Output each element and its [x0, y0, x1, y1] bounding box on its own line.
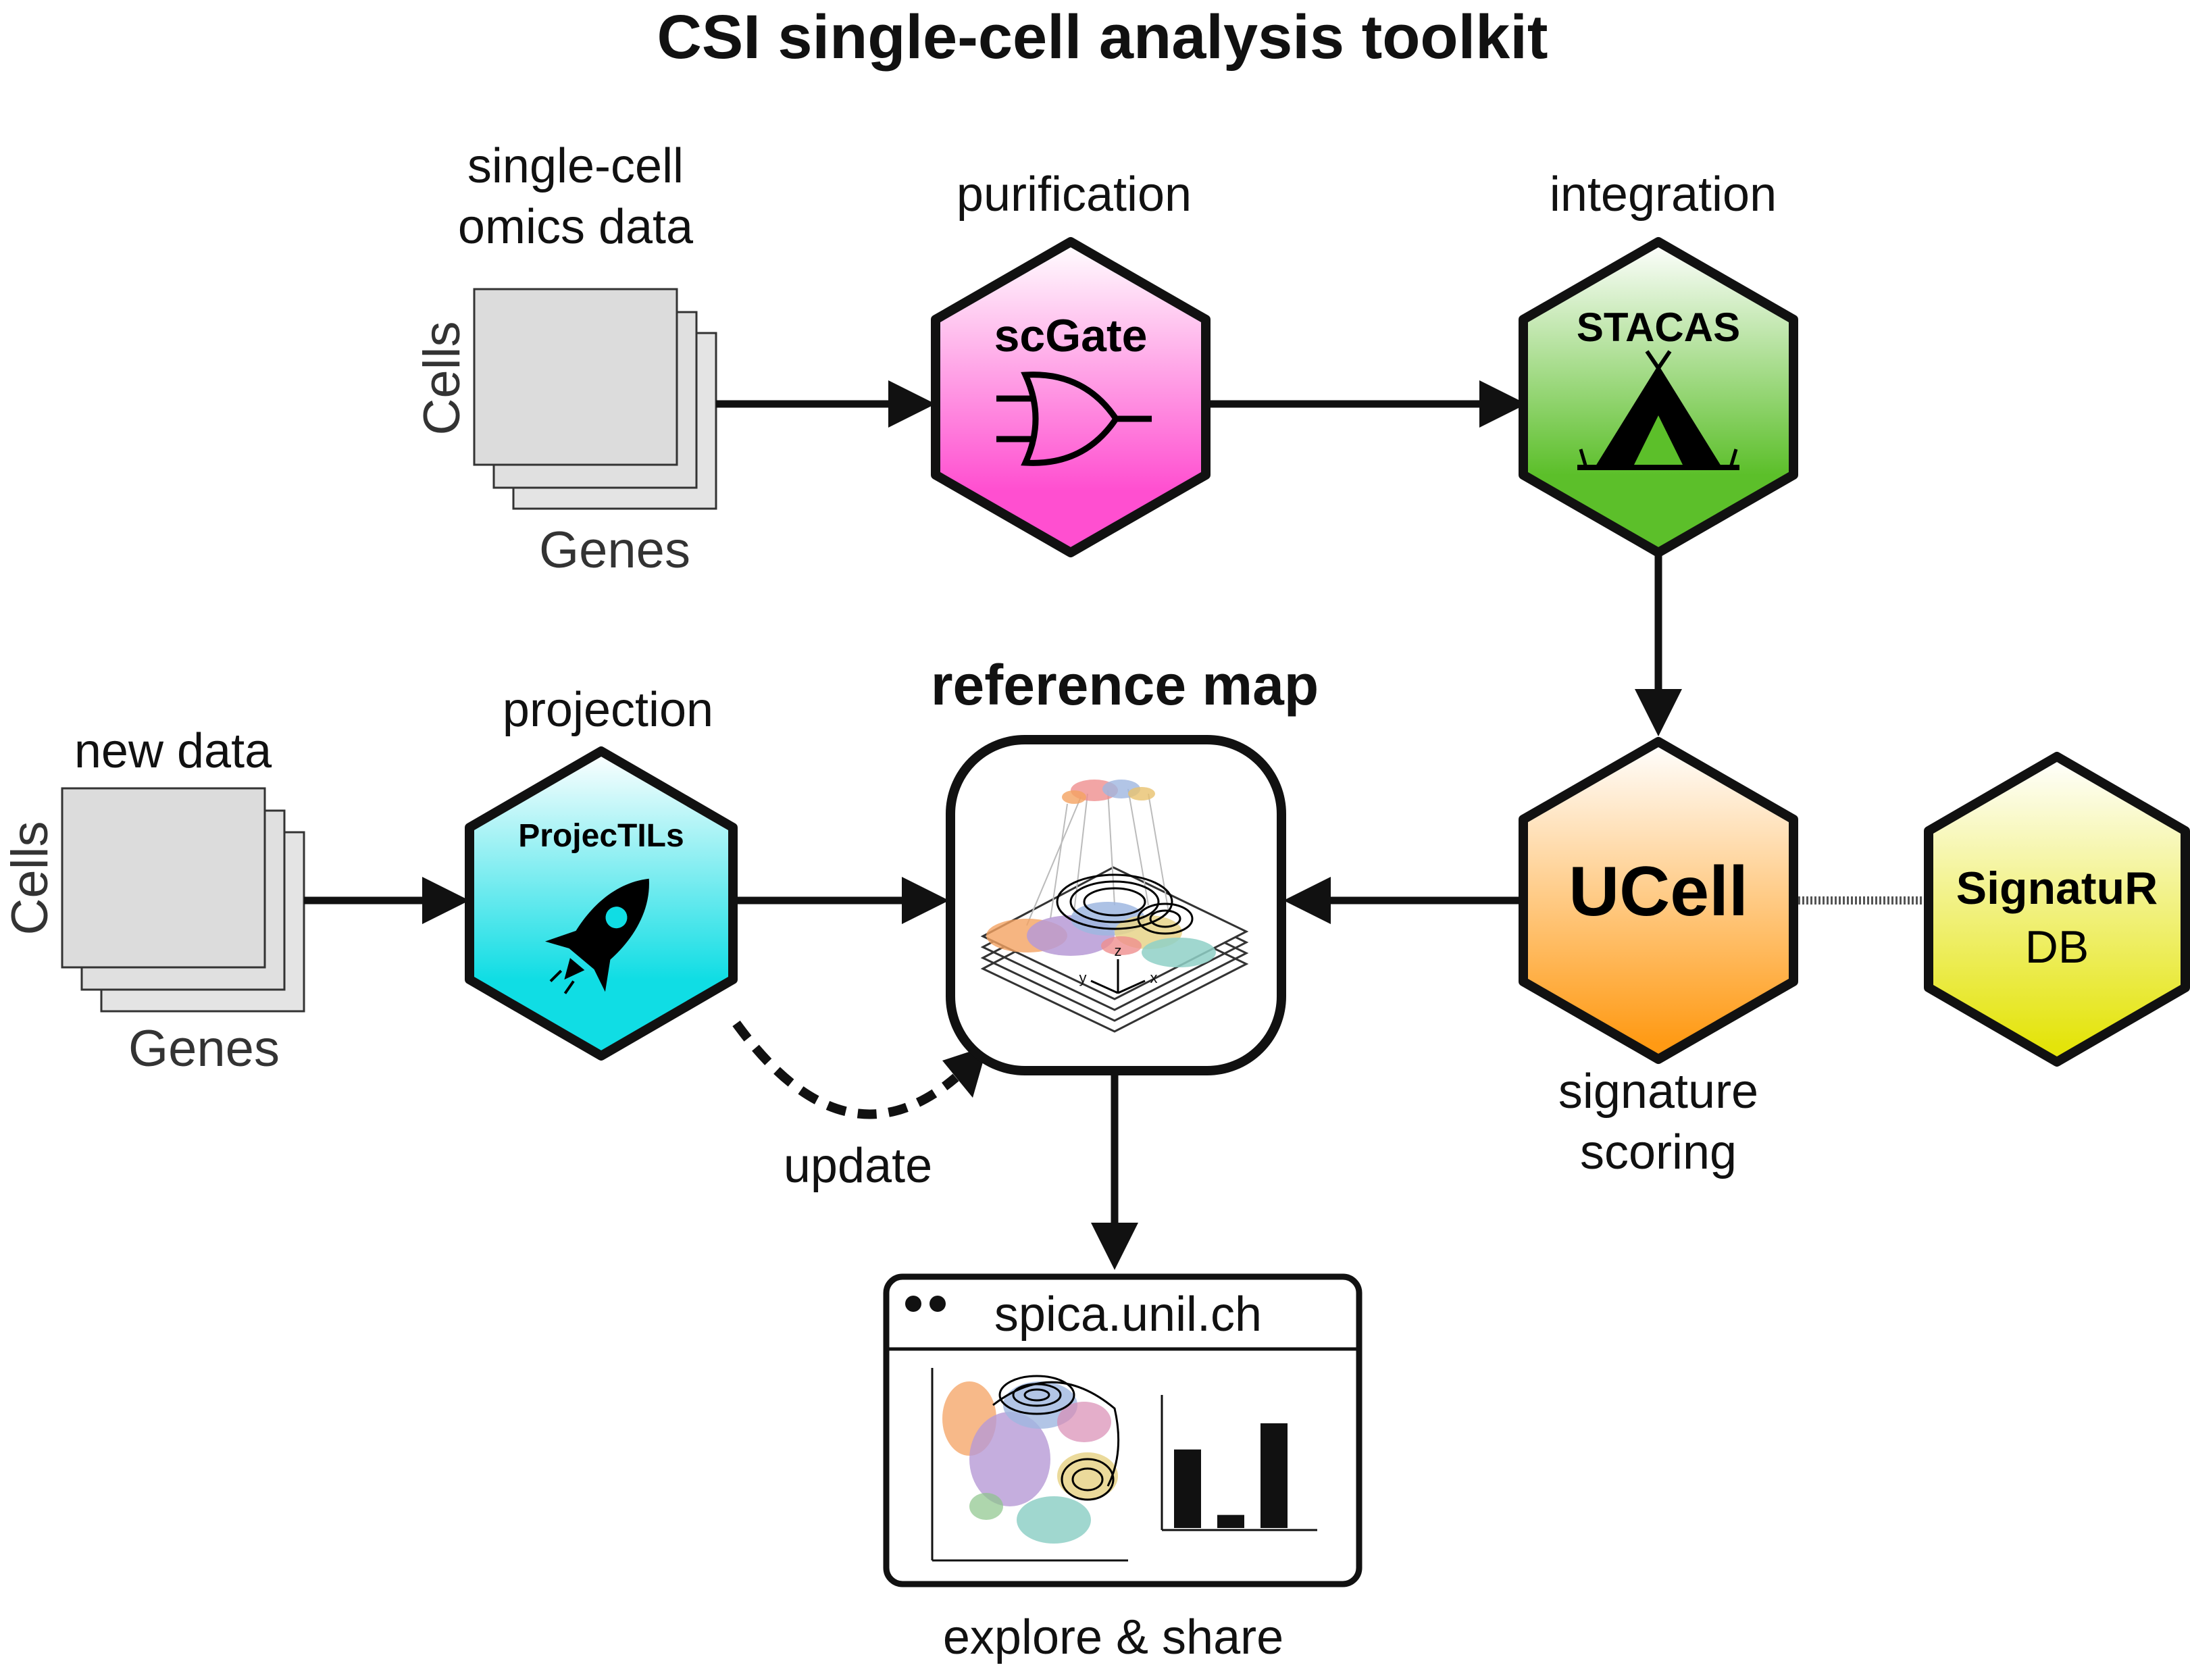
omics-data-label-line2: omics data — [458, 200, 694, 254]
ref-axis-z: z — [1115, 942, 1122, 959]
spica-url[interactable]: spica.unil.ch — [994, 1288, 1262, 1342]
new-data-cells-axis-label: Cells — [1, 821, 59, 936]
projectils-name: ProjecTILs — [518, 818, 684, 854]
or-gate-icon — [996, 372, 1152, 466]
bar-3 — [1260, 1423, 1288, 1528]
bar-1 — [1174, 1449, 1201, 1528]
spica-umap-plot — [931, 1368, 1128, 1562]
ucell-hexagon[interactable]: UCell — [1519, 737, 1798, 1064]
projectils-hexagon[interactable]: ProjecTILs — [465, 746, 738, 1061]
scgate-hexagon[interactable]: scGate — [931, 237, 1211, 557]
reference-map-title: reference map — [931, 653, 1319, 717]
ref-axis-y: y — [1079, 969, 1087, 986]
new-data-genes-axis-label: Genes — [128, 1020, 280, 1077]
spica-window[interactable]: spica.unil.ch — [883, 1273, 1363, 1587]
reference-map-plot: z x y — [980, 780, 1249, 1033]
purification-label: purification — [957, 168, 1192, 222]
ref-axis-x: x — [1150, 969, 1158, 986]
projection-label: projection — [503, 683, 713, 737]
stacas-name: STACAS — [1577, 305, 1740, 350]
spica-bar-chart — [1161, 1395, 1317, 1531]
flow-arrows — [304, 380, 1922, 1270]
diagram-title: CSI single-cell analysis toolkit — [657, 3, 1548, 72]
scgate-name: scGate — [994, 310, 1148, 361]
window-dot-1 — [905, 1296, 921, 1312]
explore-share-label: explore & share — [943, 1610, 1283, 1664]
omics-data-label-line1: single-cell — [467, 139, 684, 193]
new-data-matrix — [61, 787, 305, 1013]
rocket-icon — [545, 878, 649, 994]
bar-2 — [1217, 1514, 1244, 1528]
new-data-label: new data — [74, 724, 272, 778]
signatur-db-label: DB — [2025, 921, 2089, 973]
window-dot-2 — [930, 1296, 946, 1312]
signature-scoring-label-line2: scoring — [1580, 1125, 1737, 1179]
stacas-hexagon[interactable]: STACAS — [1519, 237, 1798, 557]
signature-scoring-label-line1: signature — [1558, 1065, 1758, 1119]
omics-cells-axis-label: Cells — [413, 322, 471, 436]
tent-icon — [1577, 350, 1739, 470]
ucell-name: UCell — [1569, 852, 1748, 931]
integration-label: integration — [1550, 168, 1777, 222]
reference-map-box[interactable]: z x y — [946, 735, 1286, 1075]
omics-genes-axis-label: Genes — [539, 521, 690, 579]
signatur-db-hexagon[interactable]: SignatuR DB — [1924, 752, 2190, 1067]
omics-data-matrix — [473, 288, 717, 510]
update-label: update — [784, 1139, 932, 1193]
signatur-name: SignatuR — [1956, 863, 2158, 914]
